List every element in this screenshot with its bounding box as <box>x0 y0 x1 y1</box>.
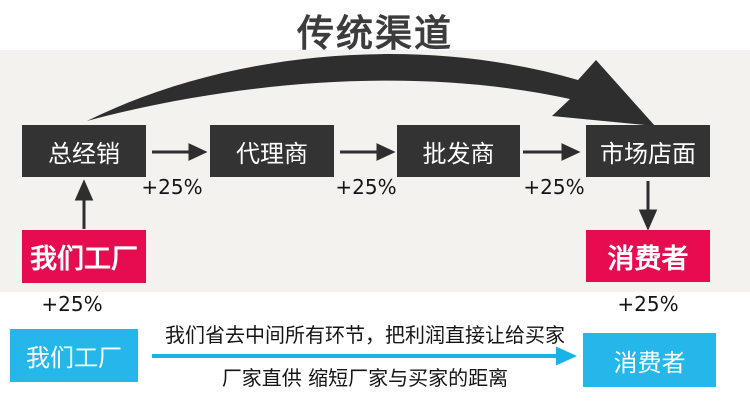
markup-label-2: +25% <box>335 175 397 199</box>
direct-supply-text: 厂家直供 缩短厂家与买家的距离 <box>221 366 509 390</box>
markup-label-1: +25% <box>141 175 203 199</box>
chain-box-wholesaler: 批发商 <box>397 125 520 177</box>
factory-up-arrow-head <box>74 179 94 201</box>
consumer-box-traditional: 消费者 <box>586 230 710 282</box>
chain-arrow-1-head <box>188 143 208 161</box>
markup-label-factory: +25% <box>41 292 103 316</box>
chain-box-market-store: 市场店面 <box>586 125 710 177</box>
markup-label-3: +25% <box>523 175 585 199</box>
consumer-box-direct: 消费者 <box>583 333 716 387</box>
consumer-down-arrow-head <box>638 209 658 231</box>
direct-benefit-text: 我们省去中间所有环节，把利润直接让给买家 <box>165 323 565 347</box>
swoosh-arrow <box>87 54 655 126</box>
direct-arrow-head <box>556 346 577 366</box>
factory-box-direct: 我们工厂 <box>10 329 138 382</box>
markup-label-consumer: +25% <box>617 292 679 316</box>
chain-arrow-2-head <box>376 143 396 161</box>
diagram-title: 传统渠道 <box>297 12 453 55</box>
factory-box-traditional: 我们工厂 <box>22 230 146 283</box>
chain-arrow-3-head <box>561 143 581 161</box>
chain-box-agent: 代理商 <box>210 125 334 177</box>
chain-box-distributor: 总经销 <box>22 125 146 177</box>
